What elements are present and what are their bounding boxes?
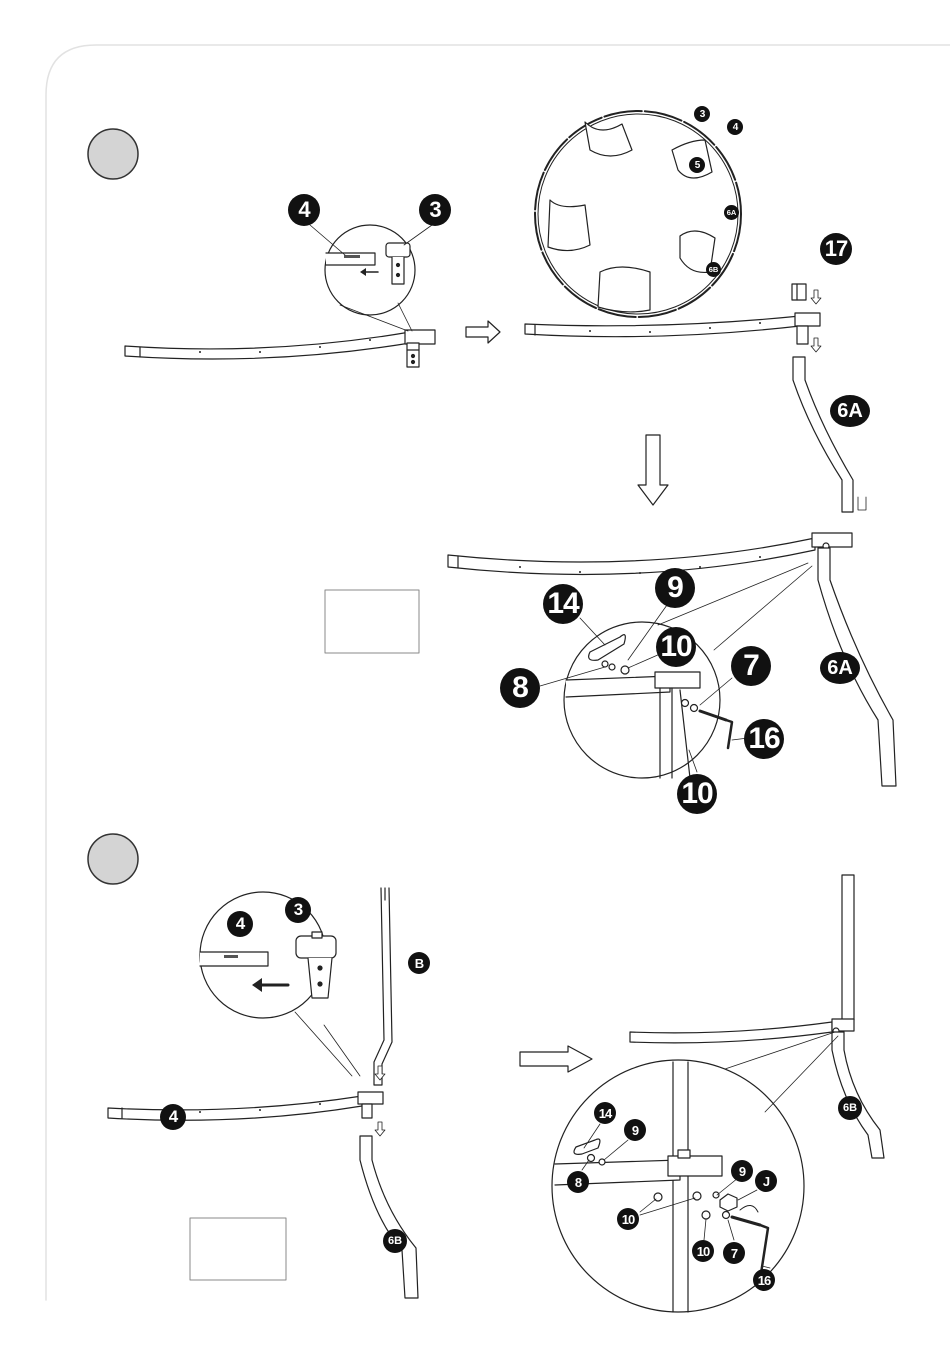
step2-label-tube: 4 <box>227 911 253 937</box>
part-label-washer-a: 9 <box>655 568 695 608</box>
ring-label-b: 4 <box>727 119 743 135</box>
step2-part-label-washer-c: 9 <box>731 1160 753 1182</box>
step2-part-label-washer-d: 10 <box>692 1240 714 1262</box>
step2-part-label-clip: J <box>755 1170 777 1192</box>
step2-detail-circle-bottom <box>552 1032 838 1312</box>
step1-right-tube <box>525 284 866 512</box>
step2-part-label-bolt: 7 <box>723 1242 745 1264</box>
part-label-connector: 3 <box>419 194 451 226</box>
note-box-1 <box>325 590 419 653</box>
ring-label-c: 5 <box>689 157 705 173</box>
ring-label-d: 6A <box>724 205 739 220</box>
step2-detail-circle-top <box>200 892 360 1076</box>
step2-label-left-tube: 4 <box>160 1104 186 1130</box>
part-label-hex-key: 16 <box>744 719 784 759</box>
step2-part-label-hex-key: 16 <box>753 1269 775 1291</box>
step2-part-label-washer-a: 9 <box>624 1119 646 1141</box>
arrow-right-2 <box>520 1046 592 1072</box>
part-label-leg: 6A <box>830 395 870 427</box>
step1-detail-circle-top <box>310 225 432 331</box>
part-label-washer-b: 10 <box>656 627 696 667</box>
ring-label-e: 6B <box>706 262 721 277</box>
step2-part-label-washer-b: 10 <box>617 1208 639 1230</box>
step-2-marker <box>88 834 138 884</box>
part-label-bolt: 7 <box>731 646 771 686</box>
step2-part-label-wrench: 14 <box>594 1102 616 1124</box>
note-box-2 <box>190 1218 286 1280</box>
part-label-cap: 17 <box>820 233 852 265</box>
frame-ring-diagram <box>535 111 741 317</box>
step2-label-leg: 6B <box>383 1229 407 1253</box>
arrow-down-1 <box>638 435 668 505</box>
part-label-assembled-leg: 6A <box>820 652 860 684</box>
step2-label-upright: B <box>408 952 430 974</box>
step2-label-connector: 3 <box>285 897 311 923</box>
ring-label-a: 3 <box>694 106 710 122</box>
step-1-marker <box>88 129 138 179</box>
part-label-tube: 4 <box>288 194 320 226</box>
part-label-nut: 8 <box>500 668 540 708</box>
part-label-washer-c: 10 <box>677 774 717 814</box>
part-label-wrench: 14 <box>543 584 583 624</box>
step1-tube-assembly <box>125 330 435 367</box>
step2-label-assembled-leg: 6B <box>838 1096 862 1120</box>
step2-part-label-nut: 8 <box>567 1171 589 1193</box>
arrow-right-1 <box>466 321 500 343</box>
